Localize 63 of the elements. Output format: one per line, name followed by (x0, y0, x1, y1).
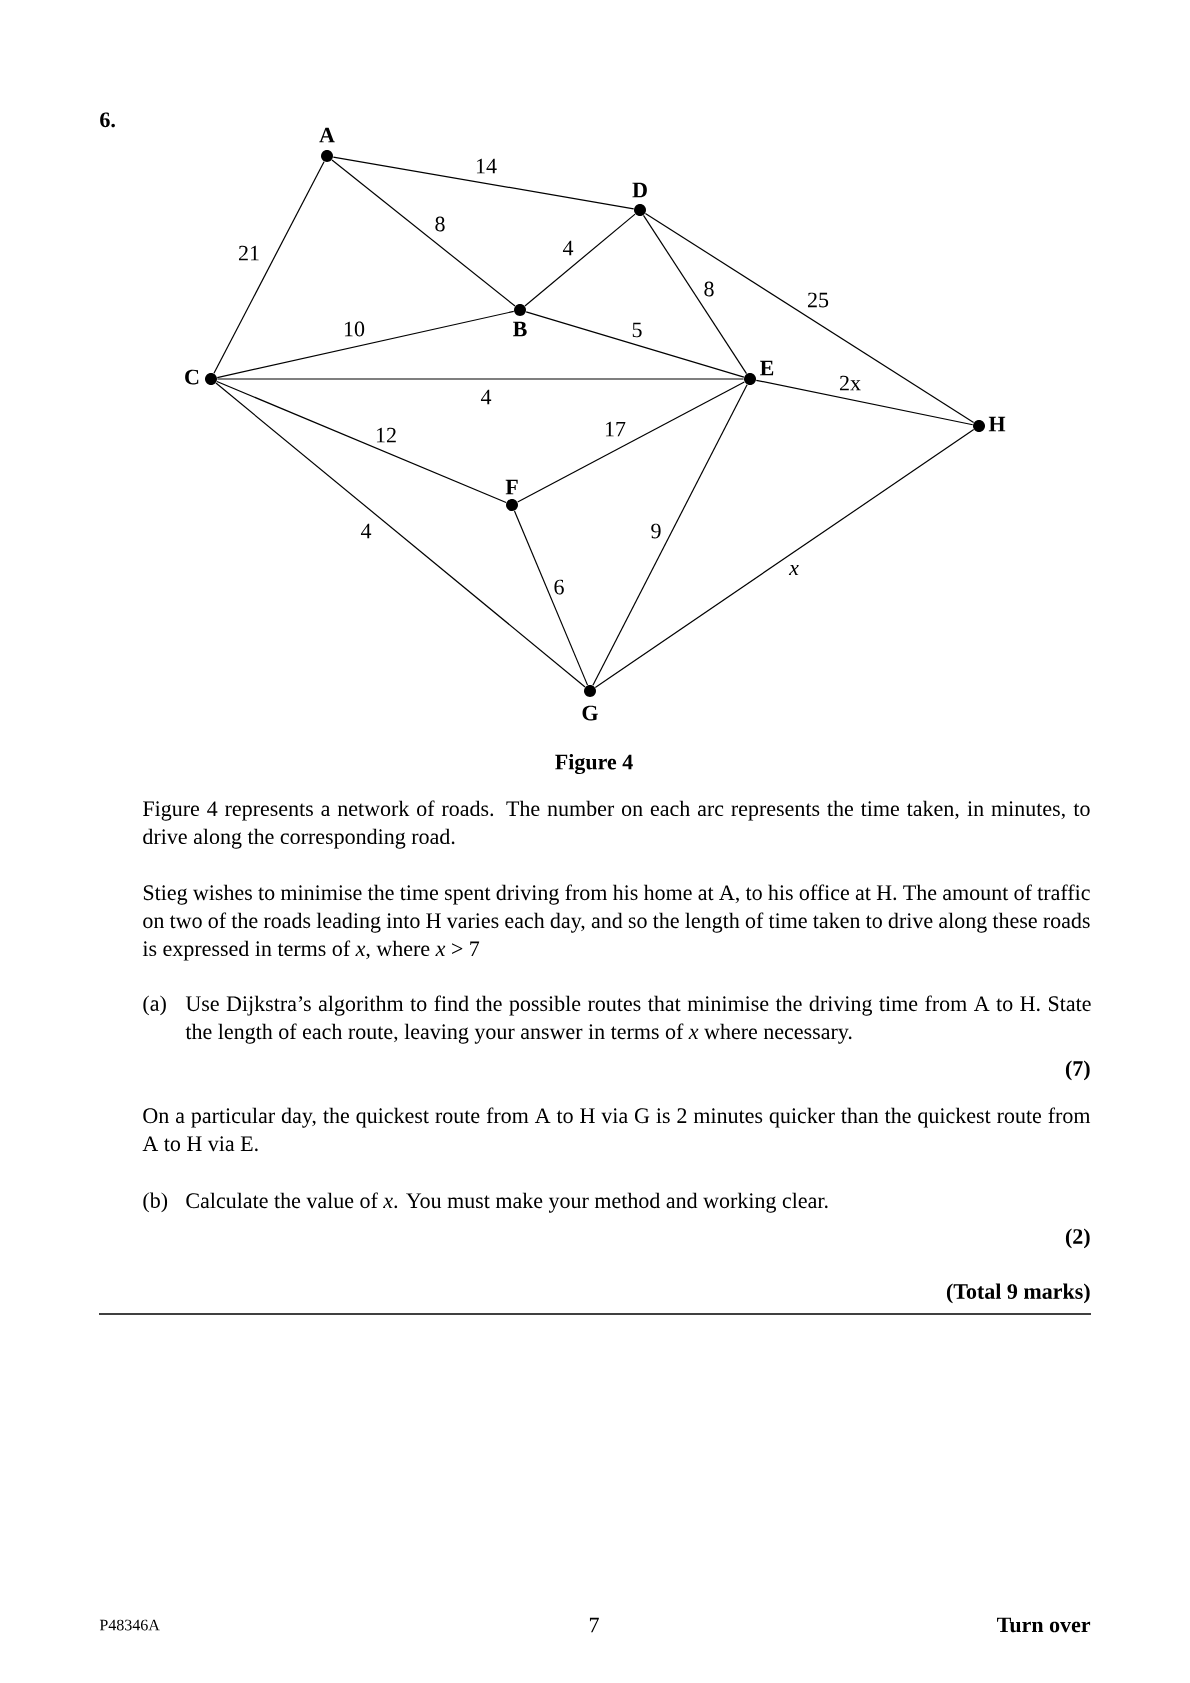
edge-label: 4 (478, 387, 494, 407)
node-label: A (319, 127, 335, 143)
marks: (2) (1065, 1228, 1090, 1249)
graph-vertex: C (185, 369, 217, 385)
node-label: B (513, 321, 527, 337)
node-label: D (632, 182, 647, 198)
graph-vertex: H (973, 416, 1006, 432)
question-number: 6. (100, 112, 115, 128)
node-label: G (582, 705, 598, 721)
edge-label: 12 (373, 425, 399, 445)
node-label: E (760, 360, 774, 376)
road-line (755, 379, 974, 426)
road-line (642, 214, 748, 375)
paper-code: P48346A (99, 1619, 160, 1631)
road-line (644, 212, 975, 424)
graph-vertex: E (744, 360, 774, 385)
road-line (517, 381, 745, 503)
road-line (525, 311, 745, 378)
node-label: C (185, 369, 199, 385)
paragraph: On a particular day, the quickest route from A to H via G is 2 minutes quicker than the quickest route from A to H via E. (142, 1107, 1091, 1152)
edge-label: 4 (560, 238, 576, 258)
marks: (7) (1065, 1060, 1090, 1081)
road-line (331, 159, 516, 307)
graph-vertex: G (582, 685, 598, 721)
road-line (216, 310, 515, 379)
road-line (332, 156, 635, 210)
edge-label: 5 (629, 320, 645, 340)
edge-label: 8 (432, 214, 448, 234)
paragraph: Stieg wishes to minimise the time spent driving from his home at A, to his office at H. The amount of traffic on two of the roads leading into H varies each day, and so the length of time taken to drive along these roads is expressed in terms of x, where x > 7 (142, 884, 1090, 961)
graph-vertex: B (513, 304, 527, 337)
road-line (594, 429, 975, 688)
edge-label: 4 (358, 521, 374, 541)
part-label: (a) (143, 995, 166, 1016)
graph-vertex: F (505, 479, 518, 511)
question-text: Calculate the value of x. You must make your method and working clear. (186, 1192, 828, 1213)
edge-label: 8 (701, 279, 717, 299)
total-marks: (Total 9 marks) (946, 1283, 1090, 1304)
road-line (213, 161, 325, 374)
edge-label: 21 (236, 243, 262, 263)
edge-label: 14 (473, 156, 499, 176)
node-label: F (505, 479, 518, 495)
edge-label: 25 (805, 290, 831, 310)
edge-label: 6 (551, 577, 567, 597)
edge-label: x (787, 562, 801, 578)
road-line (216, 380, 507, 504)
graph-vertex: D (632, 182, 647, 216)
road-line (524, 213, 636, 307)
road-line (513, 510, 589, 686)
edge-label: 9 (648, 521, 664, 541)
road-line (215, 382, 586, 688)
footer-note: Turn over (997, 1617, 1091, 1633)
graph-vertex: A (319, 127, 335, 162)
node-label: H (988, 416, 1006, 432)
figure-caption: Figure 4 (555, 753, 633, 775)
part-label: (b) (143, 1192, 168, 1213)
road-line (592, 384, 748, 686)
edge-label: 10 (341, 319, 367, 339)
edge-label: 2x (837, 373, 863, 393)
road-line (216, 378, 745, 380)
paragraph: Figure 4 represents a network of roads. The number on each arc represents the time taken, in minutes, to drive along the corresponding road. (143, 800, 1090, 849)
question-text: Use Dijkstra’s algorithm to find the possible routes that minimise the driving time from A to H. State the length of each route, leaving your answer in terms of x where necessary. (185, 995, 1091, 1044)
edge-label: 17 (602, 419, 628, 439)
page-number: 7 (589, 1617, 599, 1633)
